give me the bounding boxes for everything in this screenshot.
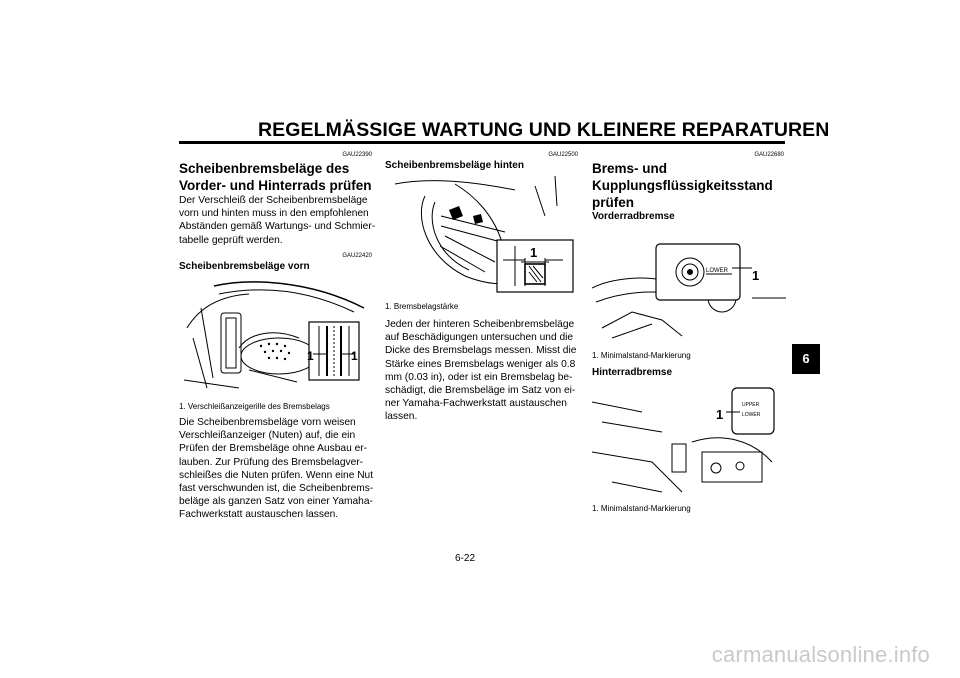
subheading-front-brake: Vorderradbremse — [592, 211, 675, 222]
heading-line: prüfen — [592, 195, 634, 210]
text-line: mm (0.03 in), oder ist ein Bremsbelag be… — [385, 371, 573, 383]
text-line: fast verschwunden ist, die Scheibenbrems… — [179, 483, 374, 495]
text-line: schädigt, die Bremsbeläge im Satz von ei… — [385, 385, 576, 397]
lower-mark-label: LOWER — [706, 268, 729, 274]
text-line: lauben. Zur Prüfung des Bremsbelagver- — [179, 456, 364, 468]
doc-code-1: GAU22390 — [342, 152, 372, 158]
text-line: Jeden der hinteren Scheibenbremsbeläge — [385, 319, 575, 330]
front-pads-paragraph: Die Scheibenbremsbeläge vorn weisen Vers… — [179, 416, 373, 522]
lower-mark-label: LOWER — [742, 412, 761, 418]
rear-brake-illustration: 1 — [394, 176, 574, 293]
text-line: Die Scheibenbremsbeläge vorn weisen — [179, 417, 356, 428]
subheading-rear-brake: Hinterradbremse — [592, 367, 673, 378]
text-line: lassen. — [385, 411, 418, 423]
figure-caption-rear: 1. Bremsbelagstärke — [385, 302, 459, 311]
intro-paragraph: Der Verschleiß der Scheibenbremsbeläge v… — [179, 194, 375, 247]
doc-code-4: GAU22680 — [754, 152, 784, 158]
page-header-title: REGELMÄSSIGE WARTUNG UND KLEINERE REPARA… — [258, 119, 830, 141]
subheading-front-pads: Scheibenbremsbeläge vorn — [179, 261, 310, 272]
text-line: auf Beschädigungen untersuchen und die — [385, 332, 574, 344]
section-heading-brake-pads: Scheibenbremsbeläge des Vorder- und Hint… — [179, 160, 372, 194]
callout-1-right: 1 — [351, 349, 358, 363]
callout-1-left: 1 — [307, 349, 314, 363]
section-heading-fluid-level: Brems- und Kupplungsflüssigkeitsstand pr… — [592, 160, 773, 211]
text-line: Stärke eines Bremsbelags weniger als 0.8 — [385, 358, 576, 370]
heading-line: Brems- und — [592, 161, 668, 176]
heading-line: Scheibenbremsbeläge des — [179, 161, 350, 176]
heading-line: Kupplungsflüssigkeitsstand — [592, 178, 773, 193]
text-line: tabelle geprüft werden. — [179, 234, 283, 246]
callout-1: 1 — [752, 268, 759, 283]
page-number: 6-22 — [455, 553, 476, 564]
text-line: Der Verschleiß der Scheibenbremsbeläge — [179, 195, 368, 206]
watermark: carmanualsonline.info — [711, 642, 930, 667]
text-line: Fachwerkstatt austauschen lassen. — [179, 509, 339, 521]
text-line: Dicke des Bremsbelags messen. Misst die — [385, 345, 577, 357]
header-rule — [179, 141, 785, 144]
heading-line: Vorder- und Hinterrads prüfen — [179, 178, 372, 193]
figure-caption-front: 1. Verschleißanzeigerille des Bremsbelag… — [179, 402, 330, 411]
doc-code-2: GAU22420 — [342, 253, 372, 259]
chapter-tab: 6 — [792, 344, 820, 374]
callout-1: 1 — [530, 245, 537, 260]
text-line: ner Yamaha-Fachwerkstatt austauschen — [385, 398, 567, 410]
text-line: Abständen gemäß Wartungs- und Schmier- — [179, 221, 376, 233]
doc-code-3: GAU22500 — [548, 152, 578, 158]
text-line: Verschleißanzeiger (Nuten) auf, die ein — [179, 430, 356, 442]
text-line: Prüfen der Bremsbeläge ohne Ausbau er- — [179, 443, 368, 455]
rear-reservoir-illustration: UPPER LOWER 1 — [592, 387, 775, 493]
front-reservoir-illustration: LOWER 1 — [592, 243, 786, 339]
text-line: schleißes die Nuten prüfen. Wenn eine Nu… — [179, 469, 374, 481]
text-line: beläge als ganzen Satz von einer Yamaha- — [179, 496, 373, 508]
text-line: vorn und hinten muss in den empfohlenen — [179, 208, 369, 220]
figure-caption-rear-reservoir: 1. Minimalstand-Markierung — [592, 504, 691, 513]
subheading-rear-pads: Scheibenbremsbeläge hinten — [385, 160, 524, 171]
upper-mark-label: UPPER — [742, 402, 760, 408]
rear-pads-paragraph: Jeden der hinteren Scheibenbremsbeläge a… — [385, 318, 576, 424]
front-brake-illustration: 1 1 — [183, 281, 365, 389]
callout-1: 1 — [716, 407, 723, 422]
figure-caption-front-reservoir: 1. Minimalstand-Markierung — [592, 351, 691, 360]
